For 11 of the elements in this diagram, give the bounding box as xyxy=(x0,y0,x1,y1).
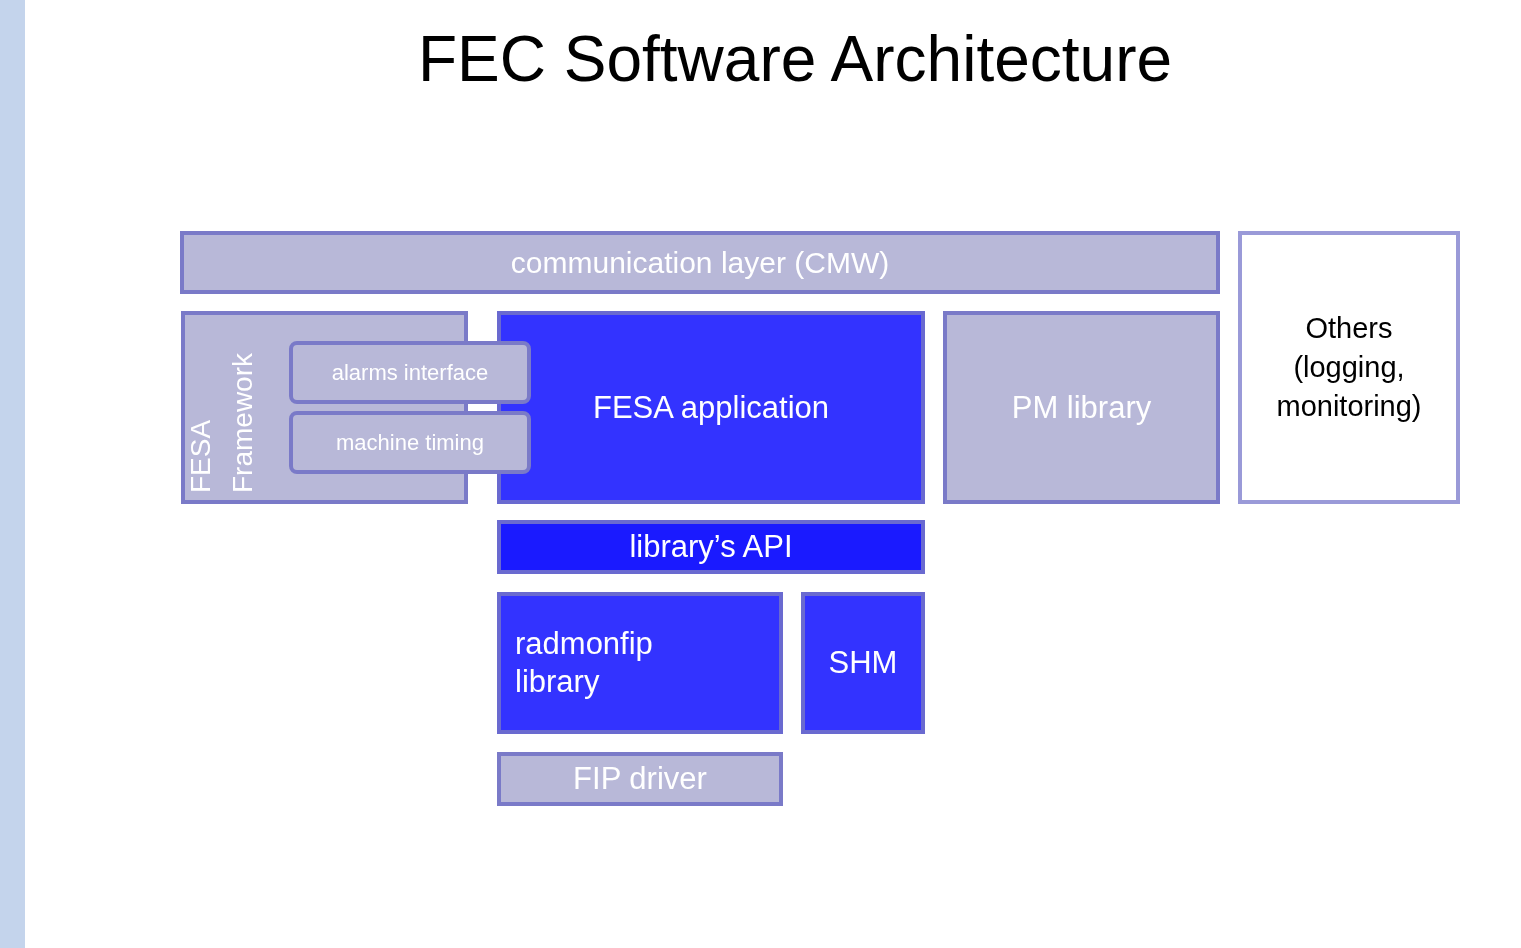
application-box: FESA application xyxy=(497,311,925,504)
driver-box: FIP driver xyxy=(497,752,783,806)
api-bar: library’s API xyxy=(497,520,925,574)
module-tab: alarms interface xyxy=(289,341,531,404)
module-tab: machine timing xyxy=(289,411,531,474)
library-box: radmonfip library xyxy=(497,592,783,734)
layer-box: communication layer (CMW) xyxy=(180,231,1220,294)
library-box: PM library xyxy=(943,311,1220,504)
module-box: SHM xyxy=(801,592,925,734)
layer-box: Others (logging, monitoring) xyxy=(1238,231,1460,504)
title: FEC Software Architecture xyxy=(416,22,1174,96)
